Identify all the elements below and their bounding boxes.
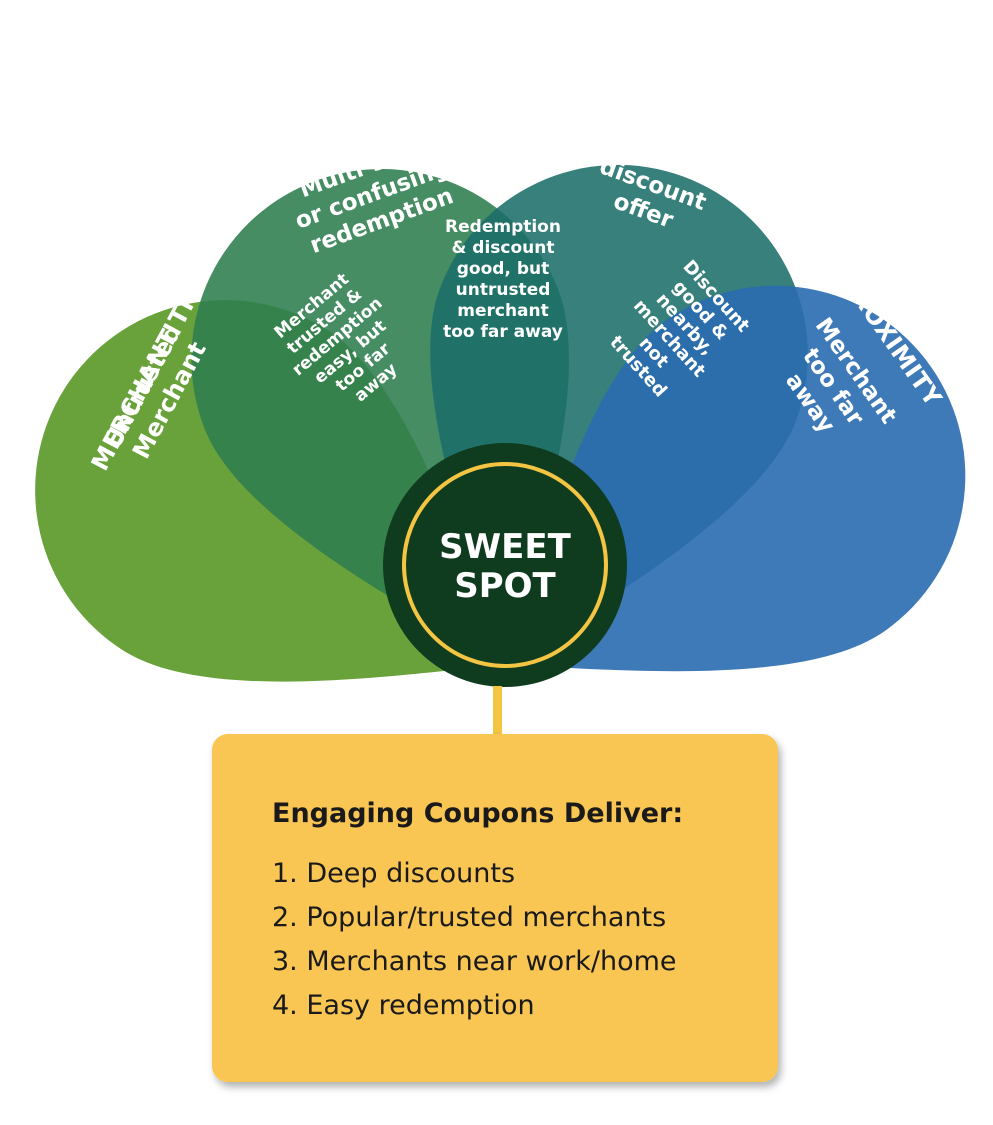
overlap-rd-line-1: Redemption (445, 217, 561, 237)
overlap-rd-line-3: good, but (457, 259, 549, 279)
deliver-item-1: 1. Deep discounts (272, 858, 515, 889)
overlap-rd-line-5: merchant (457, 301, 549, 321)
sweet-spot: SWEET SPOT (383, 443, 627, 687)
overlap-rd-line-4: untrusted (456, 280, 551, 300)
deliver-item-4: 4. Easy redemption (272, 990, 535, 1021)
overlap-redemption-discount-text: Redemption & discount good, but untruste… (443, 217, 563, 342)
depth-of-discount-text: Poor discount offer (596, 136, 709, 234)
sweet-spot-ring (402, 462, 608, 668)
deliver-box-background (212, 734, 778, 1082)
sweet-spot-line-2: SPOT (454, 566, 556, 606)
overlap-rd-line-2: & discount (452, 238, 555, 258)
overlap-trust-redemption-text: Merchant trusted & redemption easy, but … (271, 269, 402, 406)
deliver-box: Engaging Coupons Deliver: 1. Deep discou… (212, 734, 778, 1082)
connector-line (493, 686, 502, 746)
deliver-item-3: 3. Merchants near work/home (272, 946, 677, 977)
deliver-box-title: Engaging Coupons Deliver: (272, 798, 683, 829)
overlap-rd-line-6: too far away (443, 322, 563, 342)
deliver-item-2: 2. Popular/trusted merchants (272, 902, 666, 933)
sweet-spot-line-1: SWEET (439, 527, 571, 567)
